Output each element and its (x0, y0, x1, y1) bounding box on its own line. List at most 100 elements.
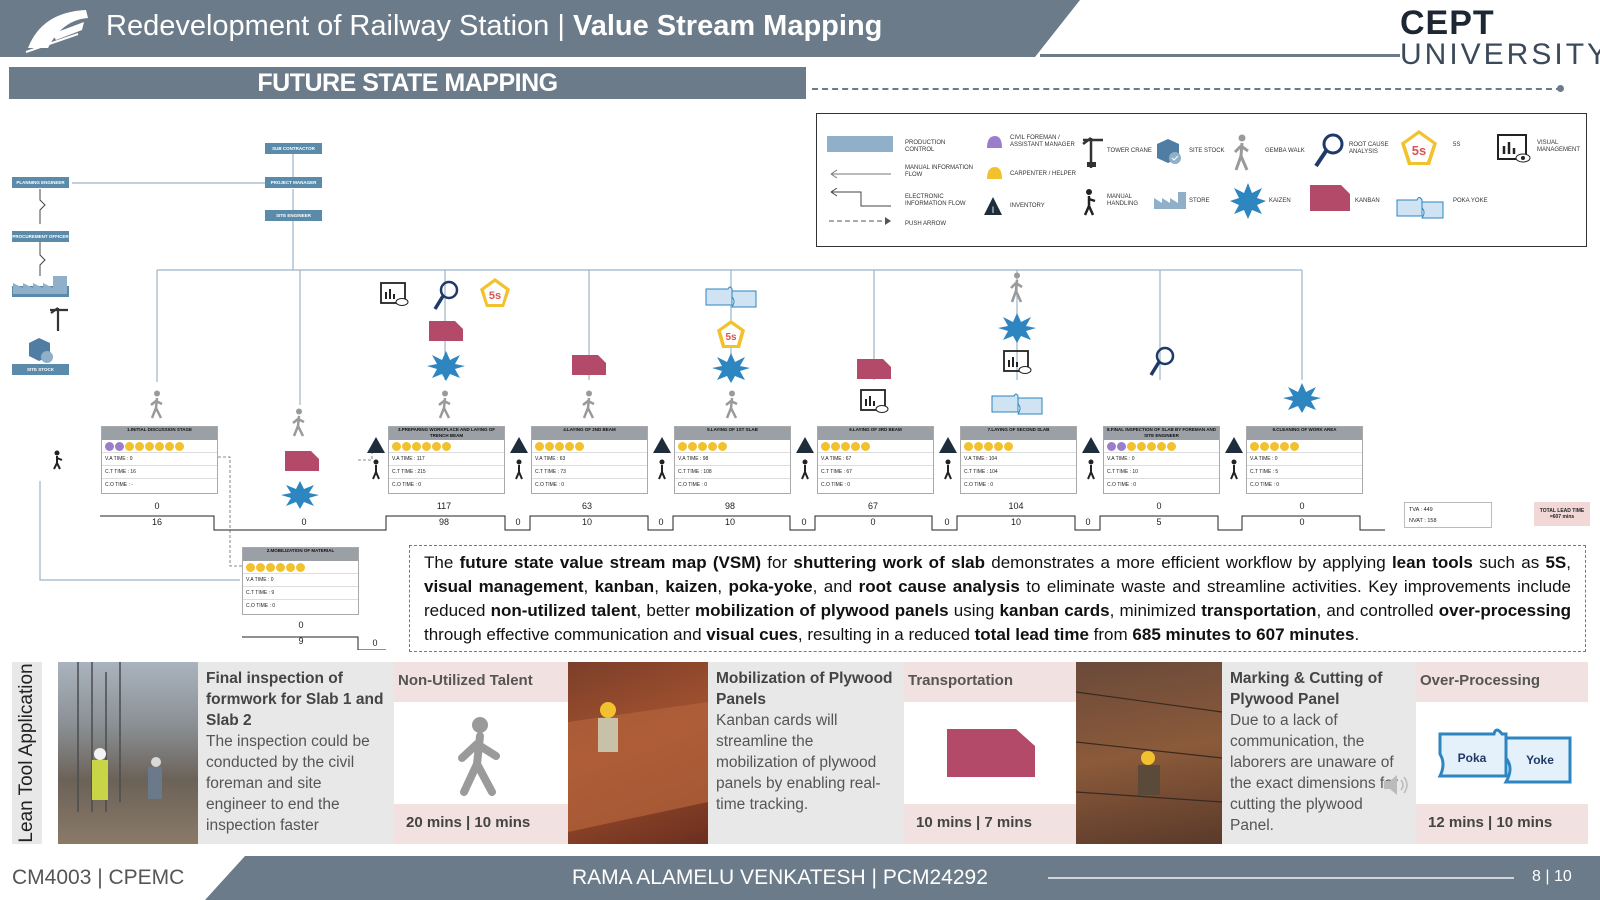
timeline-lower-value: 0 (658, 517, 664, 527)
section-title: FUTURE STATE MAPPING (9, 67, 806, 99)
tool-non-utilized-talent: Non-Utilized Talent 20 mins | 10 mins (394, 662, 568, 844)
legend-five-s: 5S (1453, 142, 1461, 148)
legend-gemba-walk: GEMBA WALK (1265, 148, 1305, 154)
inventory-triangle-icon (796, 437, 814, 480)
timeline-lower-value: 0 (944, 517, 950, 527)
timeline-lower-value: 10 (724, 517, 735, 527)
ct-time: C.T TIME : 9 (243, 586, 358, 599)
poka-yoke-icon (991, 393, 1043, 415)
root-cause-magnifier-icon (1314, 133, 1344, 168)
worker-helmets (389, 440, 504, 452)
five-s-icon: 5s (480, 278, 510, 307)
timeline-upper-value: 63 (581, 501, 592, 511)
co-time: C.O TIME : 0 (675, 478, 790, 491)
worker-helmets (1104, 440, 1219, 452)
va-time: V.A TIME : 104 (961, 452, 1076, 465)
speaker-icon[interactable] (1380, 770, 1410, 800)
description-text: The future state value stream map (VSM) … (409, 545, 1586, 652)
gemba-walk-icon (292, 408, 305, 437)
timeline-lower-value: 10 (581, 517, 592, 527)
kanban-card-icon (429, 321, 463, 341)
section-divider-dot (1557, 85, 1564, 92)
site-stock-icon (1157, 139, 1181, 164)
process-box-mobilization: 2.MOBILIZATION OF MATERIAL V.A TIME : 0 … (242, 547, 359, 615)
kanban-card-icon (857, 359, 891, 379)
ct-time: C.T TIME : 16 (102, 465, 217, 478)
process-title: 6.LAYING OF 3RD BEAM (818, 427, 933, 440)
ct-time: C.T TIME : 5 (1247, 465, 1362, 478)
tower-crane-icon (1082, 137, 1103, 168)
civil-foreman-helmet-icon (987, 136, 1002, 148)
tower-crane-icon (50, 307, 68, 331)
timeline-lower-value: 98 (438, 517, 449, 527)
legend-production-control: PRODUCTION CONTROL (905, 140, 946, 153)
card-title: Final inspection of formwork for Slab 1 … (206, 670, 384, 729)
legend-kaizen: KAIZEN (1269, 198, 1291, 204)
tool-time: 12 mins | 10 mins (1416, 804, 1588, 844)
inventory-triangle-icon: I (984, 197, 1002, 215)
five-s-icon: 5s (1401, 130, 1437, 165)
co-time: C.O TIME : 0 (389, 478, 504, 491)
process-title: 3.PREPARING WORKPLACE AND LAYING OF TREN… (389, 427, 504, 440)
legend-inventory: INVENTORY (1010, 203, 1045, 209)
gemba-walk-icon (1233, 134, 1249, 171)
timeline-lower-value: 5 (1156, 517, 1162, 527)
kaizen-burst-icon (998, 313, 1036, 343)
card-body: Due to a lack of communication, the labo… (1230, 712, 1399, 834)
legend-visual-management: VISUAL MANAGEMENT (1537, 140, 1581, 153)
timeline-upper-value: 98 (724, 501, 735, 511)
train-logo-icon (25, 10, 88, 53)
timeline-lower-value: 16 (151, 517, 162, 527)
process-box: 3.PREPARING WORKPLACE AND LAYING OF TREN… (388, 426, 505, 494)
yoke-label: Yoke (1526, 753, 1554, 767)
course-code: CM4003 | CPEMC (12, 866, 185, 889)
author-name: RAMA ALAMELU VENKATESH | PCM24292 (572, 866, 988, 889)
poka-yoke-icon: Poka Yoke (1437, 728, 1572, 784)
va-time: V.A TIME : 0 (102, 452, 217, 465)
legend-root-cause: ROOT CAUSE ANALYSIS (1349, 142, 1389, 155)
site-photo-cutting (1076, 662, 1222, 844)
timeline-lower-value: 0 (870, 517, 876, 527)
push-arrow-icon (829, 217, 891, 225)
page-number: 8 | 10 (1532, 868, 1572, 885)
project-manager-box: PROJECT MANAGER (265, 177, 322, 188)
poka-yoke-icon (1396, 197, 1444, 219)
footer-left-panel (0, 856, 245, 900)
ct-time: C.T TIME : 10 (1104, 465, 1219, 478)
va-time: V.A TIME : 0 (1104, 452, 1219, 465)
poka-yoke-icon (705, 286, 757, 308)
co-time: C.O TIME : 0 (243, 599, 358, 612)
timeline-lower-value: 10 (1010, 517, 1021, 527)
cept-logo: CEPT UNIVERSITY (1400, 4, 1600, 71)
kaizen-burst-icon (281, 481, 319, 509)
tool-transportation: Transportation 10 mins | 7 mins (904, 662, 1076, 844)
kaizen-burst-icon (427, 351, 465, 381)
site-stock-icon (29, 338, 53, 363)
inventory-triangle-icon (939, 437, 957, 480)
header-bar (0, 0, 1080, 57)
process-title: 2.MOBILIZATION OF MATERIAL (243, 548, 358, 561)
legend-electronic-flow: ELECTRONIC INFORMATION FLOW (905, 194, 966, 207)
kaizen-burst-icon (1230, 183, 1266, 219)
card-body: Kanban cards will streamline the mobiliz… (716, 712, 881, 813)
co-time: C.O TIME : 0 (961, 478, 1076, 491)
site-photo-inspection (58, 662, 198, 844)
co-time: C.O TIME : 0 (532, 478, 647, 491)
timeline-upper-value: 67 (867, 501, 878, 511)
process-title: 1.INITIAL DISCUSSION STAGE (102, 427, 217, 440)
poka-label: Poka (1458, 751, 1487, 765)
worker-helmets (1247, 440, 1362, 452)
kanban-card-icon (947, 729, 1035, 777)
timeline-p2-upper: 0 (298, 620, 304, 630)
svg-text:5s: 5s (725, 332, 737, 343)
worker-helmets (675, 440, 790, 452)
worker-helmets (961, 440, 1076, 452)
svg-text:5s: 5s (1412, 143, 1426, 158)
nvat-value: NVAT : 158 (1409, 518, 1437, 524)
sub-contractor-box: SUB CONTRACTOR (265, 143, 322, 154)
